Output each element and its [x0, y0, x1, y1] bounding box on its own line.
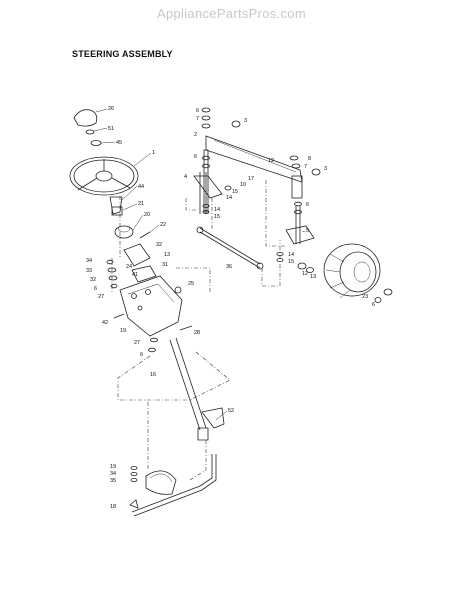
callout-label: 19 [120, 328, 126, 334]
callout-label: 26 [108, 106, 114, 112]
screw-part [174, 286, 182, 294]
steering-support-part [119, 275, 183, 337]
sector-gear-part [145, 470, 177, 495]
diagram-title: STEERING ASSEMBLY [72, 49, 173, 59]
spindle-right-part [285, 206, 315, 245]
bracket-part [123, 243, 151, 267]
bolt-28-part [179, 325, 193, 331]
callout-label: 21 [138, 201, 144, 207]
callout-label: 2 [194, 132, 197, 138]
callout-label: 22 [160, 222, 166, 228]
callout-label: 6 [372, 302, 375, 308]
callout-label: 41 [132, 272, 138, 278]
callout-label: 6 [196, 108, 199, 114]
bracket-52-part [201, 407, 225, 429]
callout-label: 23 [362, 294, 368, 300]
hardware-stack-bottom [129, 465, 139, 509]
leader-lines [93, 108, 306, 421]
callout-label: 19 [110, 464, 116, 470]
plate-part [131, 265, 157, 283]
callout-label: 7 [196, 116, 199, 122]
washer-part [85, 129, 95, 135]
callout-label: 33 [86, 268, 92, 274]
nut-part [90, 140, 102, 146]
callout-label: 6 [194, 154, 197, 160]
callout-label: 45 [116, 140, 122, 146]
callout-label: 24 [126, 264, 132, 270]
callout-label: 31 [162, 262, 168, 268]
spindle-left-part [193, 172, 223, 214]
washer-27-part [150, 337, 158, 343]
callout-label: 8 [308, 156, 311, 162]
wheel-washer-part [374, 297, 382, 303]
callout-label: 16 [150, 372, 156, 378]
callout-label: 15 [214, 214, 220, 220]
callout-label: 3 [244, 118, 247, 124]
callout-labels: 26 51 45 1 44 21 20 22 32 34 33 32 6 27 … [86, 106, 375, 510]
callout-label: 34 [110, 471, 116, 477]
wheel-cap-part [383, 288, 393, 296]
callout-label: 5 [306, 228, 309, 234]
callout-label: 6 [306, 202, 309, 208]
callout-label: 27 [98, 294, 104, 300]
bolt-part [139, 231, 151, 239]
bolt-42-part [113, 313, 125, 319]
callout-label: 10 [240, 182, 246, 188]
callout-label: 25 [188, 281, 194, 287]
drag-link-part [131, 454, 217, 517]
callout-label: 35 [110, 478, 116, 484]
callout-label: 18 [110, 504, 116, 510]
callout-label: 36 [226, 264, 232, 270]
callout-label: 6 [94, 286, 97, 292]
callout-label: 12 [302, 271, 308, 277]
callout-label: 20 [144, 212, 150, 218]
callout-label: 14 [226, 195, 232, 201]
steering-cap-part [73, 109, 98, 127]
callout-label: 6 [140, 352, 143, 358]
assembly-lines [111, 180, 286, 481]
callout-label: 32 [156, 242, 162, 248]
callout-label: 52 [228, 408, 234, 414]
callout-label: 13 [310, 274, 316, 280]
callout-label: 34 [86, 258, 92, 264]
callout-label: 12 [268, 158, 274, 164]
callout-label: 27 [134, 340, 140, 346]
callout-label: 3 [324, 166, 327, 172]
callout-label: 17 [248, 176, 254, 182]
callout-label: 32 [90, 277, 96, 283]
steering-shaft-part [169, 337, 209, 441]
watermark: AppliancePartsPros.com [157, 6, 306, 21]
washer-6-part [148, 347, 156, 353]
steering-wheel-part [69, 156, 139, 196]
callout-label: 7 [304, 164, 307, 170]
pinion-gear-part [114, 225, 134, 239]
bushing-part [111, 206, 123, 216]
tie-rod-part [196, 226, 264, 270]
callout-label: 4 [184, 174, 187, 180]
front-axle-part [203, 135, 303, 213]
callout-label: 44 [138, 184, 144, 190]
callout-label: 15 [288, 259, 294, 265]
callout-label: 15 [232, 189, 238, 195]
callout-label: 1 [152, 150, 155, 156]
callout-label: 14 [288, 252, 294, 258]
callout-label: 42 [102, 320, 108, 326]
callout-label: 28 [194, 330, 200, 336]
front-wheel-part [323, 243, 381, 299]
callout-label: 14 [214, 207, 220, 213]
callout-label: 13 [164, 252, 170, 258]
callout-label: 51 [108, 126, 114, 132]
